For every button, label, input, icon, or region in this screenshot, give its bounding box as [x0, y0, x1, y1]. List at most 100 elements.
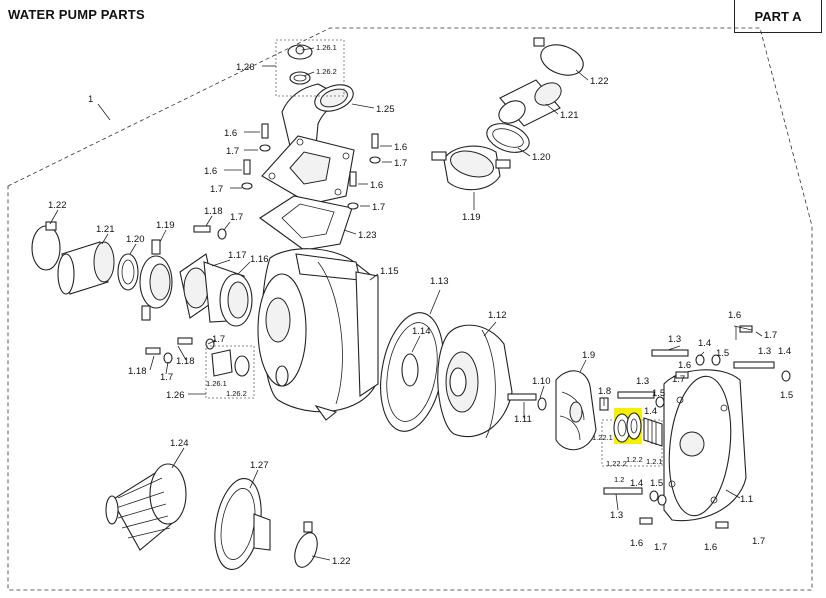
bolt-group-right — [603, 325, 791, 529]
strainer-1-24 — [105, 463, 187, 551]
callout-1-12: 1.12 — [488, 310, 507, 321]
callout-1-8: 1.8 — [598, 386, 611, 397]
callout-1-17: 1.17 — [228, 250, 247, 261]
callout-1-26: 1.26 — [166, 390, 185, 401]
gasket-1-23 — [259, 195, 353, 251]
callout-1-7: 1.7 — [654, 542, 667, 553]
callout-1-9: 1.9 — [582, 350, 595, 361]
callout-1-26-1: 1.26.1 — [206, 379, 227, 388]
callout-1-5: 1.5 — [780, 390, 793, 401]
callout-1-2-2: 1.2.2 — [626, 455, 643, 464]
callout-1-21: 1.21 — [96, 224, 115, 235]
callout-1-3: 1.3 — [758, 346, 771, 357]
callout-1-6: 1.6 — [678, 360, 691, 371]
hose-clamp-1-22-top — [533, 37, 584, 76]
callout-1-22: 1.22 — [332, 556, 351, 567]
coupling-nut-1-19-left — [139, 239, 173, 321]
callout-1-22-1: 1.22.1 — [592, 433, 613, 442]
callout-1-6: 1.6 — [204, 166, 217, 177]
callout-1-5: 1.5 — [650, 478, 663, 489]
clamp-1-22-bottom — [294, 521, 318, 568]
callout-1-7: 1.7 — [672, 374, 685, 385]
callout-1-7: 1.7 — [226, 146, 239, 157]
callout-1-27: 1.27 — [250, 460, 269, 471]
callout-1-6: 1.6 — [704, 542, 717, 553]
hose-barb-1-21-top — [498, 79, 562, 127]
pump-casing-1-15 — [257, 248, 379, 421]
callout-1-18: 1.18 — [128, 366, 147, 377]
callout-1-7: 1.7 — [230, 212, 243, 223]
callout-1-19: 1.19 — [156, 220, 175, 231]
priming-cap-box-bottom — [205, 345, 255, 399]
callout-1-14: 1.14 — [412, 326, 431, 337]
callout-labels: 1 1.26 1.26.1 1.26.2 1.25 1.22 1.21 1.20… — [48, 43, 793, 567]
callout-1-6: 1.6 — [630, 538, 643, 549]
bolt-group-left — [145, 225, 227, 364]
coupling-nut-1-19-top — [431, 145, 511, 191]
callout-1-5: 1.5 — [652, 388, 665, 399]
callout-1-13: 1.13 — [430, 276, 449, 287]
part-label-box: PART A — [734, 0, 822, 33]
washer-1-20-left — [117, 253, 139, 291]
inlet-flange-plate — [261, 135, 355, 205]
leader-lines — [49, 47, 763, 561]
callout-1-7: 1.7 — [372, 202, 385, 213]
callout-1-25: 1.25 — [376, 104, 395, 115]
callout-1-26-2: 1.26.2 — [316, 67, 337, 76]
callout-1-7: 1.7 — [160, 372, 173, 383]
callout-1-7: 1.7 — [394, 158, 407, 169]
callout-1-6: 1.6 — [728, 310, 741, 321]
callout-1-26: 1.26 — [236, 62, 255, 73]
volute-1-12 — [437, 324, 513, 439]
callout-1-26-2: 1.26.2 — [226, 389, 247, 398]
part-label: PART A — [754, 8, 802, 24]
callout-1-10: 1.10 — [532, 376, 551, 387]
callout-1-4: 1.4 — [778, 346, 791, 357]
hose-barb-1-21-left — [57, 241, 115, 295]
hose-clamp-1-22-left — [31, 221, 61, 271]
callout-1-22: 1.22 — [48, 200, 67, 211]
callout-1-4: 1.4 — [644, 406, 657, 417]
assembly-boundary — [7, 27, 813, 591]
callout-1-7: 1.7 — [764, 330, 777, 341]
callout-1-18: 1.18 — [176, 356, 195, 367]
priming-cap-box-top — [275, 39, 345, 97]
callout-1-2-1: 1.2.1 — [646, 457, 663, 466]
callout-1-11: 1.11 — [514, 414, 532, 425]
callout-1-6: 1.6 — [394, 142, 407, 153]
check-valve-1-27 — [214, 477, 271, 571]
inlet-check-1-16 — [219, 273, 253, 327]
callout-1-5: 1.5 — [716, 348, 729, 359]
impeller-1-9 — [555, 370, 597, 451]
callout-1-7: 1.7 — [752, 536, 765, 547]
inlet-elbow-1-25 — [281, 83, 354, 147]
o-ring-1-14 — [401, 353, 419, 387]
callout-1-1: 1.1 — [740, 494, 753, 505]
callout-1-4: 1.4 — [698, 338, 711, 349]
callout-1-22: 1.22 — [590, 76, 609, 87]
seal-spring — [643, 417, 663, 447]
callout-1-3: 1.3 — [610, 510, 623, 521]
callout-1-6: 1.6 — [224, 128, 237, 139]
callout-1-7: 1.7 — [212, 334, 225, 345]
callout-1-3: 1.3 — [668, 334, 681, 345]
callout-1-15: 1.15 — [380, 266, 399, 277]
callout-1-4: 1.4 — [630, 478, 643, 489]
washer-1-20-top — [486, 123, 530, 153]
callout-1-7: 1.7 — [210, 184, 223, 195]
page-title: WATER PUMP PARTS — [8, 7, 145, 22]
callout-1-24: 1.24 — [170, 438, 189, 449]
bolt-1-11 — [507, 393, 547, 411]
callout-1-6: 1.6 — [370, 180, 383, 191]
callout-1-18: 1.18 — [204, 206, 223, 217]
bearing-bracket-1-1 — [663, 369, 747, 522]
callout-1-2: 1.2 — [614, 475, 624, 484]
callout-1-20: 1.20 — [126, 234, 145, 245]
callout-1-3: 1.3 — [636, 376, 649, 387]
callout-1-22-2: 1.22.2 — [606, 459, 627, 468]
callout-1: 1 — [88, 94, 93, 105]
callout-1-16: 1.16 — [250, 254, 269, 265]
bolt-group-top — [241, 123, 381, 210]
